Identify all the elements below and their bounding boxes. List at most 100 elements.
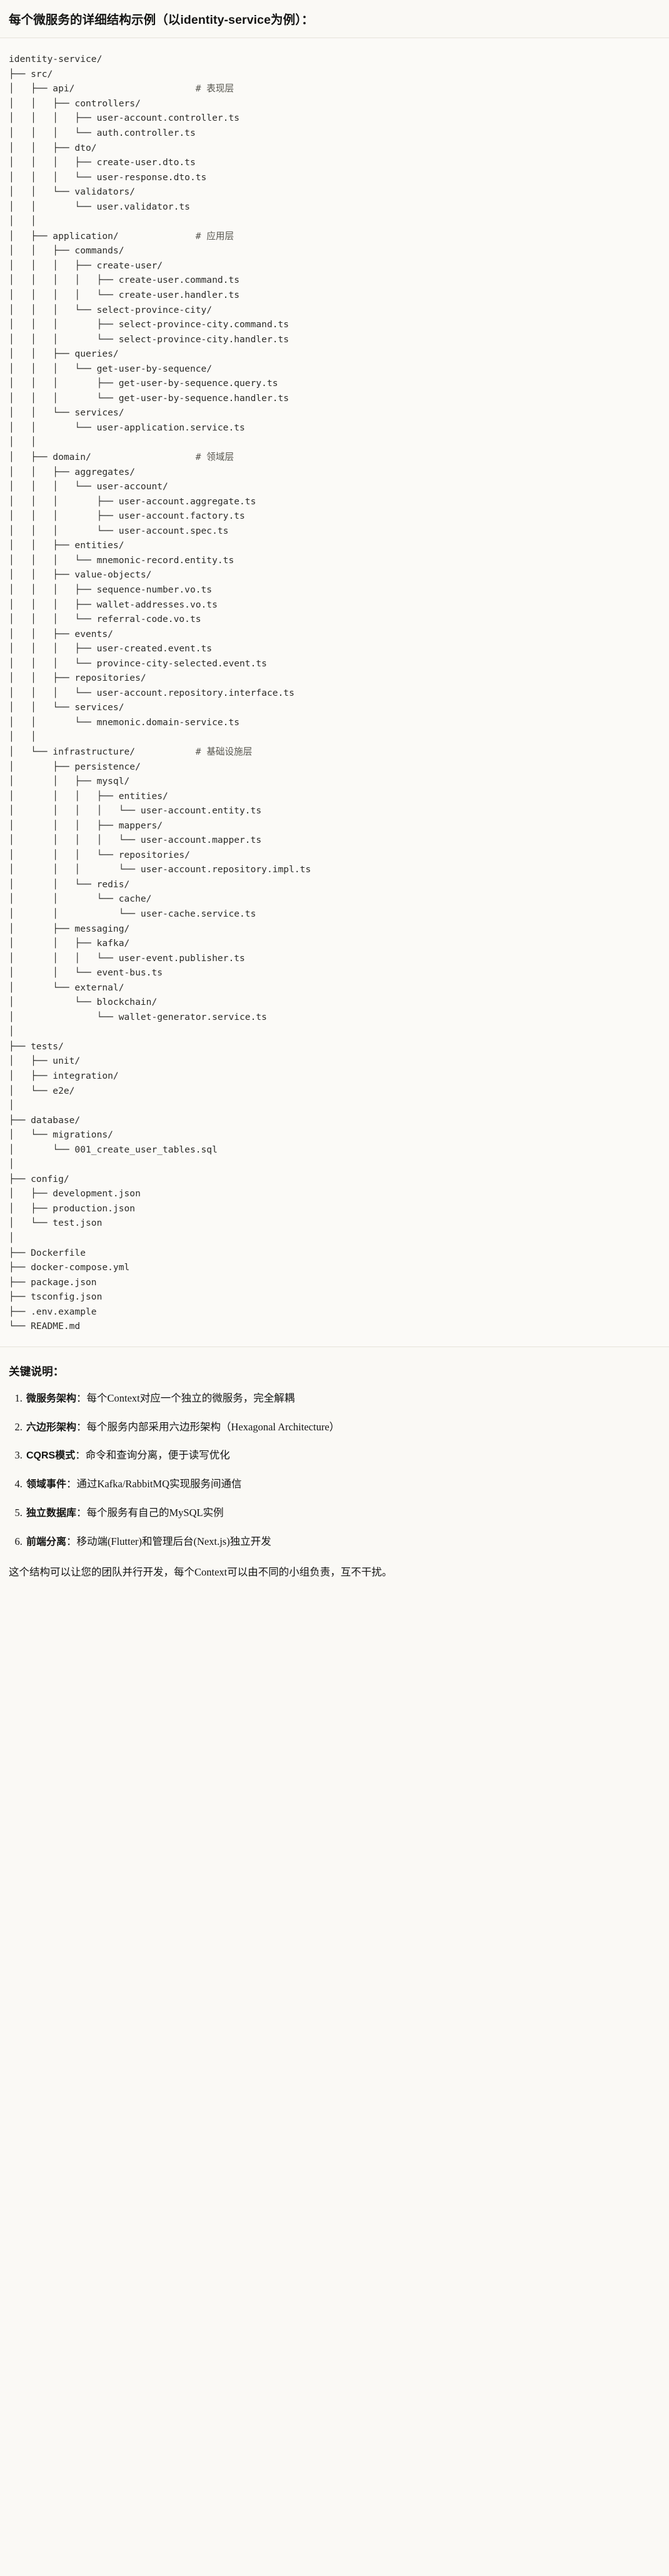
tree-line-path: │ │ └── user-cache.service.ts — [9, 908, 256, 919]
tree-line-path: │ │ │ ├── user-account.controller.ts — [9, 113, 240, 124]
tree-line-path: │ └── migrations/ — [9, 1129, 113, 1141]
tree-line: │ │ │ └── user-account.spec.ts — [9, 526, 228, 536]
tree-line: │ ├── persistence/ — [9, 761, 141, 772]
tree-line: │ │ │ │ ├── create-user.command.ts — [9, 275, 239, 285]
tree-line: │ │ — [9, 437, 36, 447]
tree-line: │ │ │ └── mnemonic-record.entity.ts — [9, 555, 234, 566]
tree-line: ├── src/ — [9, 69, 53, 79]
tree-line-path: ├── docker-compose.yml — [9, 1262, 130, 1273]
tree-line-comment: # 应用层 — [195, 230, 234, 242]
key-notes-heading: 关键说明： — [9, 1365, 64, 1378]
tree-line-path: │ │ └── validators/ — [9, 186, 136, 198]
tree-line: │ │ │ └── referral-code.vo.ts — [9, 614, 201, 624]
tree-line: │ │ ├── commands/ — [9, 245, 124, 256]
tree-line-path: │ │ └── services/ — [9, 702, 124, 713]
tree-line: ├── database/ — [9, 1115, 80, 1126]
tree-line-path: ├── tests/ — [9, 1041, 64, 1052]
key-note-item: 六边形架构：每个服务内部采用六边形架构（Hexagonal Architectu… — [25, 1419, 660, 1436]
tree-line-comment: # 基础设施层 — [195, 746, 253, 757]
tree-line: │ └── wallet-generator.service.ts — [9, 1012, 267, 1022]
tree-line-path: │ │ │ ├── entities/ — [9, 790, 168, 802]
tree-line: │ └── 001_create_user_tables.sql — [9, 1144, 218, 1155]
tree-line-path: │ │ — [9, 437, 36, 448]
tree-line: ├── tests/ — [9, 1041, 64, 1052]
tree-line-path: │ │ │ └── user-event.publisher.ts — [9, 952, 245, 964]
tree-line-path: │ ├── api/ — [9, 83, 75, 94]
tree-line-path: │ └── test.json — [9, 1218, 103, 1229]
tree-line: │ │ └── user-application.service.ts — [9, 422, 245, 433]
tree-line: │ │ │ └── select-province-city.handler.t… — [9, 334, 289, 345]
tree-line-path: │ │ │ ├── user-created.event.ts — [9, 643, 213, 654]
tree-line-path: │ └── e2e/ — [9, 1085, 75, 1096]
tree-line: │ │ └── services/ — [9, 702, 124, 713]
tree-line: │ ├── domain/ # 领域层 — [9, 452, 234, 462]
tree-line: │ │ ├── mysql/ — [9, 776, 129, 787]
tree-line: │ │ │ ├── mappers/ — [9, 820, 163, 831]
tree-line-path: │ │ │ │ ├── create-user.command.ts — [9, 275, 240, 286]
tree-line: │ └── e2e/ — [9, 1086, 74, 1096]
tree-line-path: │ — [9, 1026, 14, 1037]
tree-line: │ │ ├── aggregates/ — [9, 467, 135, 477]
tree-line: │ │ └── user.validator.ts — [9, 201, 190, 212]
tree-line: ├── package.json — [9, 1277, 97, 1288]
tree-line: │ │ ├── dto/ — [9, 143, 97, 153]
tree-line-gap — [74, 83, 195, 94]
tree-line-path: │ │ │ └── user-account.repository.interf… — [9, 687, 294, 698]
tree-line-path: │ │ │ ├── get-user-by-sequence.query.ts — [9, 378, 278, 389]
tree-line-gap — [119, 231, 196, 242]
key-note-term: 微服务架构 — [26, 1393, 77, 1404]
tree-line-path: │ ├── unit/ — [9, 1056, 81, 1067]
key-note-term: 前端分离 — [26, 1536, 67, 1547]
tree-line-path: │ │ ├── kafka/ — [9, 938, 130, 949]
tree-line-path: └── README.md — [9, 1321, 81, 1332]
key-note-item: 前端分离：移动端(Flutter)和管理后台(Next.js)独立开发 — [25, 1534, 660, 1550]
tree-line: │ │ │ └── province-city-selected.event.t… — [9, 658, 267, 669]
tree-line-path: │ │ │ └── get-user-by-sequence.handler.t… — [9, 392, 289, 404]
tree-line: │ │ │ └── get-user-by-sequence/ — [9, 364, 212, 374]
tree-line-path: │ │ └── event-bus.ts — [9, 967, 163, 979]
tree-line-path: │ — [9, 1159, 14, 1170]
tree-line: ├── .env.example — [9, 1306, 97, 1317]
tree-line: │ │ │ │ └── user-account.mapper.ts — [9, 835, 261, 845]
key-note-term: 独立数据库 — [26, 1508, 77, 1519]
tree-line: │ │ │ └── user-account/ — [9, 481, 168, 492]
tree-line-path: ├── config/ — [9, 1173, 69, 1184]
tree-line-path: │ │ ├── value-objects/ — [9, 569, 152, 581]
tree-line-path: │ │ ├── commands/ — [9, 245, 124, 257]
key-notes-list: 微服务架构：每个Context对应一个独立的微服务，完全解耦六边形架构：每个服务… — [9, 1390, 660, 1550]
tree-line-path: │ │ │ ├── mappers/ — [9, 820, 163, 831]
tree-line: │ — [9, 1233, 14, 1243]
tree-line: │ │ │ ├── wallet-addresses.vo.ts — [9, 599, 218, 610]
tree-line-path: │ │ └── cache/ — [9, 893, 152, 905]
tree-line-path: │ │ │ └── get-user-by-sequence/ — [9, 363, 213, 374]
tree-line-path: │ │ ├── mysql/ — [9, 776, 130, 787]
tree-line: │ │ — [9, 731, 36, 742]
directory-tree-block: identity-service/ ├── src/ │ ├── api/ # … — [0, 38, 669, 1347]
tree-line: │ ├── application/ # 应用层 — [9, 231, 234, 242]
tree-line-path: │ │ ├── queries/ — [9, 349, 119, 360]
tree-line-path: │ │ ├── events/ — [9, 628, 113, 639]
tree-line: ├── Dockerfile — [9, 1248, 86, 1258]
tree-line-path: │ │ ├── repositories/ — [9, 673, 146, 684]
tree-line-path: │ │ └── services/ — [9, 407, 124, 419]
tree-line-path: │ │ │ └── select-province-city.handler.t… — [9, 333, 289, 345]
tree-line: │ — [9, 1100, 14, 1111]
tree-line: │ └── migrations/ — [9, 1129, 113, 1140]
tree-line: │ │ │ └── user-event.publisher.ts — [9, 953, 245, 964]
key-note-body: ：每个服务有自己的MySQL实例 — [76, 1507, 224, 1519]
tree-line: │ │ ├── repositories/ — [9, 673, 146, 683]
page-title: 每个微服务的详细结构示例（以identity-service为例）： — [9, 13, 314, 27]
tree-line-path: │ ├── development.json — [9, 1188, 141, 1199]
tree-line-path: │ ├── messaging/ — [9, 923, 130, 934]
tree-line-path: │ — [9, 1233, 14, 1244]
tree-line: │ │ ├── value-objects/ — [9, 569, 151, 580]
tree-line: │ ├── integration/ — [9, 1071, 119, 1081]
tree-line: │ │ │ │ └── create-user.handler.ts — [9, 290, 239, 300]
tree-line-path: │ │ │ ├── sequence-number.vo.ts — [9, 584, 213, 595]
tree-line: │ ├── development.json — [9, 1188, 141, 1199]
tree-line-path: │ — [9, 1100, 14, 1111]
tree-line: ├── tsconfig.json — [9, 1291, 102, 1302]
tree-line: │ ├── messaging/ — [9, 924, 129, 934]
tree-line: ├── docker-compose.yml — [9, 1262, 129, 1273]
tree-line: └── README.md — [9, 1321, 80, 1331]
